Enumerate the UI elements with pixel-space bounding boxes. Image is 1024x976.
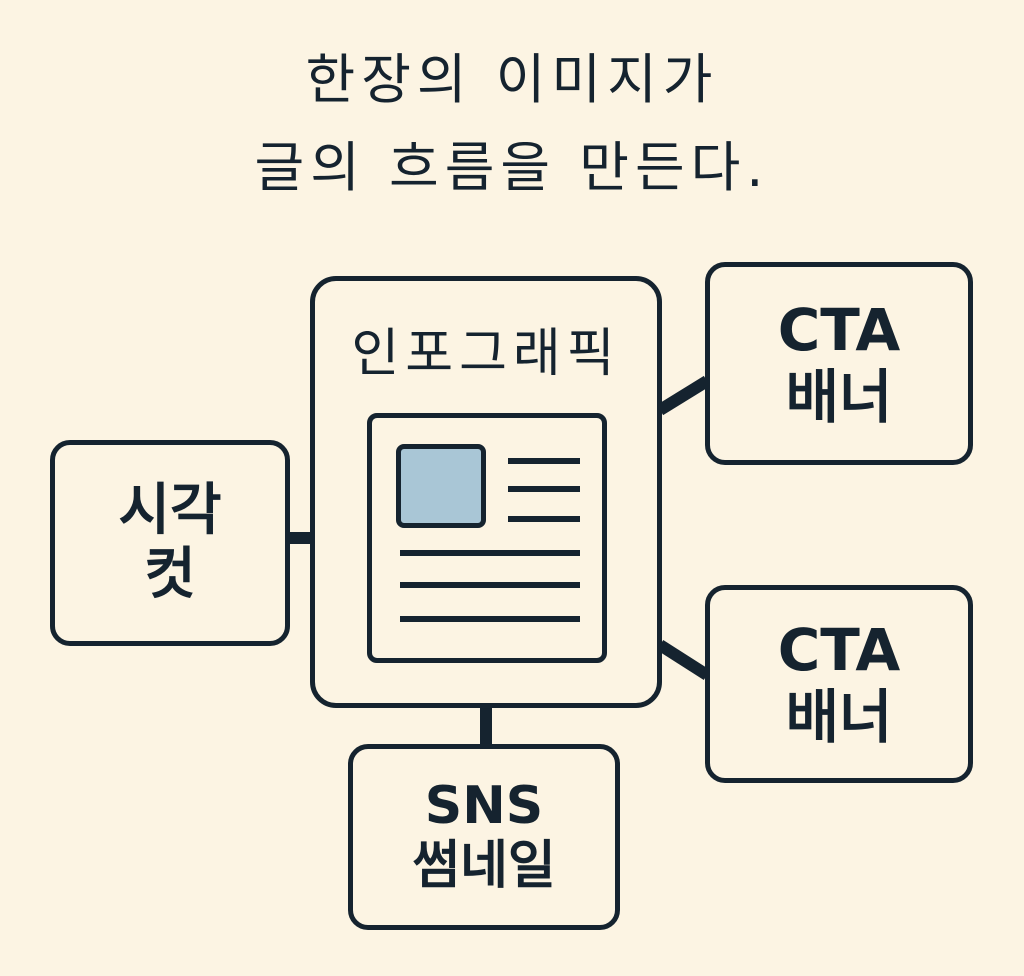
node-cta-banner-bottom: CTA 배너 (705, 585, 973, 783)
node-infographic: 인포그래픽 (310, 276, 662, 708)
text-line-icon (508, 458, 580, 464)
infographic-label: 인포그래픽 (351, 324, 621, 384)
image-placeholder-icon (396, 444, 486, 528)
node-sns-line-1: SNS (424, 776, 544, 837)
node-cta-top-line-1: CTA (777, 295, 901, 364)
node-visual-cut: 시각 컷 (50, 440, 290, 646)
diagram-title: 한장의 이미지가 글의 흐름을 만든다. (0, 36, 1024, 212)
title-line-2: 글의 흐름을 만든다. (254, 136, 770, 199)
text-line-icon (400, 550, 580, 556)
connector-cta-bottom (656, 639, 711, 681)
node-cta-banner-top: CTA 배너 (705, 262, 973, 465)
node-visual-line-2: 컷 (144, 542, 196, 607)
node-visual-line-1: 시각 (118, 477, 222, 543)
node-cta-bottom-line-2: 배너 (785, 683, 893, 751)
connector-cta-top (656, 375, 711, 416)
node-sns-line-2: 썸네일 (412, 836, 556, 896)
node-cta-top-line-2: 배너 (785, 362, 893, 431)
title-line-1: 한장의 이미지가 (305, 48, 719, 111)
text-line-icon (400, 616, 580, 622)
text-line-icon (508, 486, 580, 492)
text-line-icon (508, 516, 580, 522)
document-icon (367, 413, 607, 663)
node-sns-thumbnail: SNS 썸네일 (348, 744, 620, 930)
node-cta-bottom-line-1: CTA (777, 616, 901, 685)
text-line-icon (400, 582, 580, 588)
